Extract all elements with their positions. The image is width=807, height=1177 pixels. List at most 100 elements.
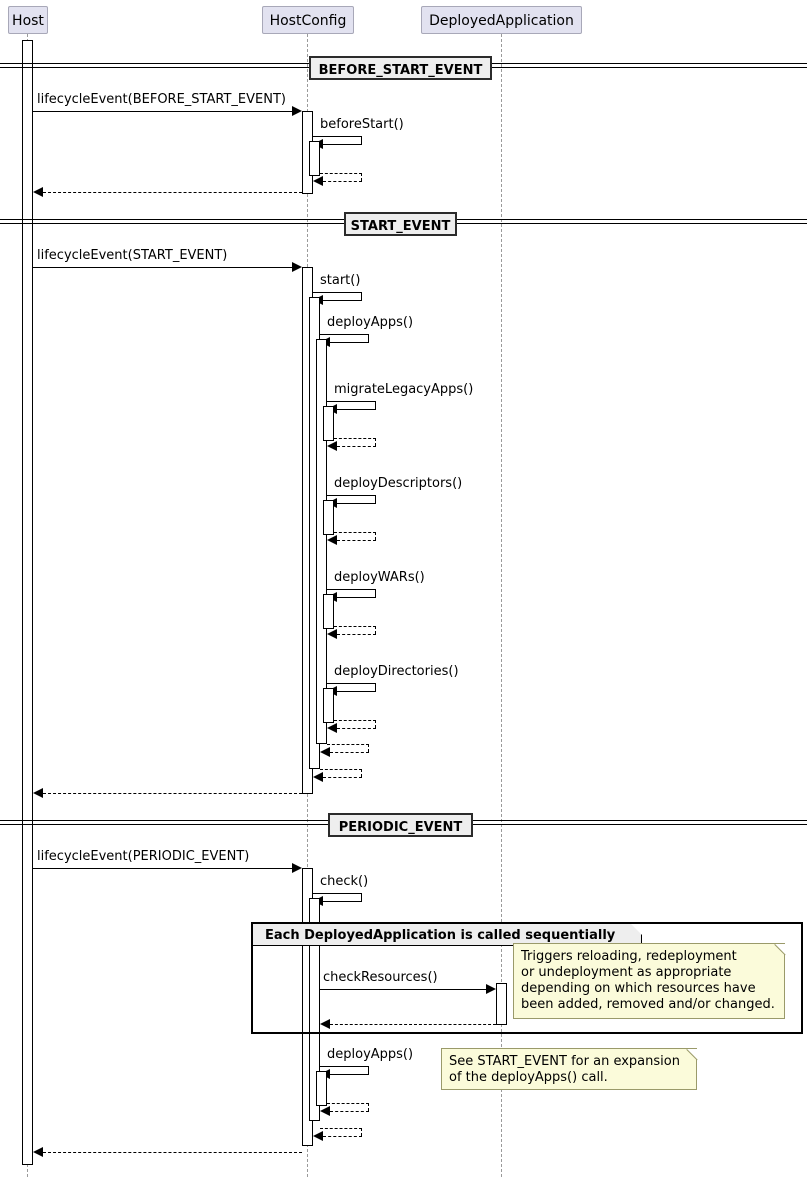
message-line-deploy-directories-bottom bbox=[337, 691, 376, 692]
activation-deployedapplication bbox=[496, 983, 507, 1025]
message-vline-deploy-apps-1 bbox=[368, 334, 369, 342]
activation-hostconfig-migrate-legacy-apps bbox=[323, 406, 334, 441]
message-arrowhead-check-resources bbox=[486, 984, 496, 994]
message-label-lifecycle-periodic: lifecycleEvent(PERIODIC_EVENT) bbox=[37, 849, 250, 864]
message-label-before-start: beforeStart() bbox=[320, 117, 404, 132]
return-vline-deploy-wars bbox=[375, 626, 376, 634]
return-line-deploy-directories-top bbox=[334, 720, 376, 721]
message-label-deploy-descriptors: deployDescriptors() bbox=[334, 476, 463, 491]
return-arrowhead-lifecycle-start bbox=[33, 788, 43, 798]
message-line-start-bottom bbox=[323, 300, 362, 301]
message-vline-deploy-apps-2 bbox=[368, 1066, 369, 1074]
activation-host-master bbox=[22, 40, 33, 1165]
message-line-start-top bbox=[313, 292, 362, 293]
message-vline-deploy-directories bbox=[375, 683, 376, 691]
message-label-lifecycle-start: lifecycleEvent(START_EVENT) bbox=[37, 248, 228, 263]
message-line-lifecycle-before-start bbox=[33, 111, 297, 112]
return-arrowhead-check bbox=[313, 1131, 323, 1141]
message-line-lifecycle-periodic bbox=[33, 868, 297, 869]
return-arrowhead-check-resources bbox=[320, 1019, 330, 1029]
return-line-check-bottom bbox=[323, 1136, 362, 1137]
message-line-deploy-apps-1-bottom bbox=[330, 342, 369, 343]
activation-hostconfig-before-start-inner bbox=[309, 141, 320, 176]
return-arrowhead-deploy-apps-1 bbox=[320, 747, 330, 757]
return-vline-deploy-apps-2 bbox=[368, 1103, 369, 1111]
return-line-deploy-descriptors-bottom bbox=[337, 540, 376, 541]
participant-deployedapplication[interactable]: DeployedApplication bbox=[421, 6, 582, 34]
participant-hostconfig[interactable]: HostConfig bbox=[262, 6, 354, 34]
message-line-check-bottom bbox=[323, 901, 362, 902]
return-line-before-start-bottom bbox=[323, 181, 362, 182]
message-label-check-resources: checkResources() bbox=[323, 970, 438, 985]
return-line-deploy-apps-1-top bbox=[327, 744, 369, 745]
message-label-deploy-wars: deployWARs() bbox=[334, 570, 425, 585]
return-line-start-top bbox=[320, 769, 362, 770]
message-line-deploy-apps-1-top bbox=[320, 334, 369, 335]
return-arrowhead-migrate-legacy-apps bbox=[327, 441, 337, 451]
message-label-check: check() bbox=[320, 874, 369, 889]
return-line-lifecycle-start bbox=[43, 793, 302, 794]
group-tab-sequential: Each DeployedApplication is called seque… bbox=[253, 924, 642, 946]
activation-hostconfig-deploy-wars bbox=[323, 594, 334, 629]
group-box-sequential bbox=[251, 922, 803, 1034]
return-line-migrate-legacy-apps-top bbox=[334, 438, 376, 439]
return-arrowhead-start bbox=[313, 772, 323, 782]
message-line-migrate-legacy-apps-bottom bbox=[337, 409, 376, 410]
return-arrowhead-deploy-descriptors bbox=[327, 535, 337, 545]
return-line-deploy-descriptors-top bbox=[334, 532, 376, 533]
return-line-lifecycle-before-start bbox=[43, 192, 302, 193]
participant-host[interactable]: Host bbox=[8, 6, 48, 34]
note-deploy-apps: See START_EVENT for an expansion of the … bbox=[441, 1048, 697, 1090]
message-vline-migrate-legacy-apps bbox=[375, 401, 376, 409]
message-line-check-resources bbox=[320, 989, 487, 990]
message-vline-start bbox=[361, 292, 362, 300]
message-label-deploy-directories: deployDirectories() bbox=[334, 664, 459, 679]
return-arrowhead-before-start bbox=[313, 176, 323, 186]
return-arrowhead-deploy-apps-2 bbox=[320, 1106, 330, 1116]
activation-hostconfig-deploy-descriptors bbox=[323, 500, 334, 535]
message-vline-deploy-wars bbox=[375, 589, 376, 597]
return-line-check-resources bbox=[330, 1024, 496, 1025]
activation-hostconfig-deploy-directories bbox=[323, 688, 334, 723]
message-line-deploy-wars-top bbox=[327, 589, 376, 590]
message-vline-deploy-descriptors bbox=[375, 495, 376, 503]
message-line-before-start-top bbox=[313, 136, 362, 137]
return-vline-migrate-legacy-apps bbox=[375, 438, 376, 446]
return-arrowhead-lifecycle-periodic bbox=[33, 1147, 43, 1157]
return-line-migrate-legacy-apps-bottom bbox=[337, 446, 376, 447]
return-vline-deploy-apps-1 bbox=[368, 744, 369, 752]
activation-hostconfig-check bbox=[309, 898, 320, 1121]
return-line-deploy-wars-top bbox=[334, 626, 376, 627]
message-line-deploy-apps-2-top bbox=[320, 1066, 369, 1067]
divider-label-periodic: PERIODIC_EVENT bbox=[328, 813, 473, 837]
message-line-deploy-directories-top bbox=[327, 683, 376, 684]
return-line-deploy-directories-bottom bbox=[337, 728, 376, 729]
message-label-deploy-apps-2: deployApps() bbox=[327, 1047, 414, 1062]
return-line-deploy-wars-bottom bbox=[337, 634, 376, 635]
message-line-deploy-apps-2-bottom bbox=[330, 1074, 369, 1075]
message-line-deploy-wars-bottom bbox=[337, 597, 376, 598]
message-arrowhead-lifecycle-before-start bbox=[292, 106, 302, 116]
message-label-deploy-apps-1: deployApps() bbox=[327, 315, 414, 330]
return-line-check-top bbox=[320, 1128, 362, 1129]
message-arrowhead-lifecycle-periodic bbox=[292, 863, 302, 873]
message-line-check-top bbox=[313, 893, 362, 894]
return-arrowhead-lifecycle-before-start bbox=[33, 187, 43, 197]
message-line-migrate-legacy-apps-top bbox=[327, 401, 376, 402]
message-line-lifecycle-start bbox=[33, 267, 297, 268]
return-line-deploy-apps-2-bottom bbox=[330, 1111, 369, 1112]
divider-label-start: START_EVENT bbox=[344, 212, 457, 236]
return-vline-check bbox=[361, 1128, 362, 1136]
return-line-deploy-apps-1-bottom bbox=[330, 752, 369, 753]
return-vline-start bbox=[361, 769, 362, 777]
return-line-before-start-top bbox=[320, 173, 362, 174]
message-label-lifecycle-before-start: lifecycleEvent(BEFORE_START_EVENT) bbox=[37, 92, 286, 107]
return-arrowhead-deploy-directories bbox=[327, 723, 337, 733]
message-label-start: start() bbox=[320, 273, 361, 288]
message-arrowhead-lifecycle-start bbox=[292, 262, 302, 272]
note-check-resources: Triggers reloading, redeployment or unde… bbox=[513, 943, 785, 1019]
return-line-start-bottom bbox=[323, 777, 362, 778]
message-vline-before-start bbox=[361, 136, 362, 144]
return-vline-before-start bbox=[361, 173, 362, 181]
